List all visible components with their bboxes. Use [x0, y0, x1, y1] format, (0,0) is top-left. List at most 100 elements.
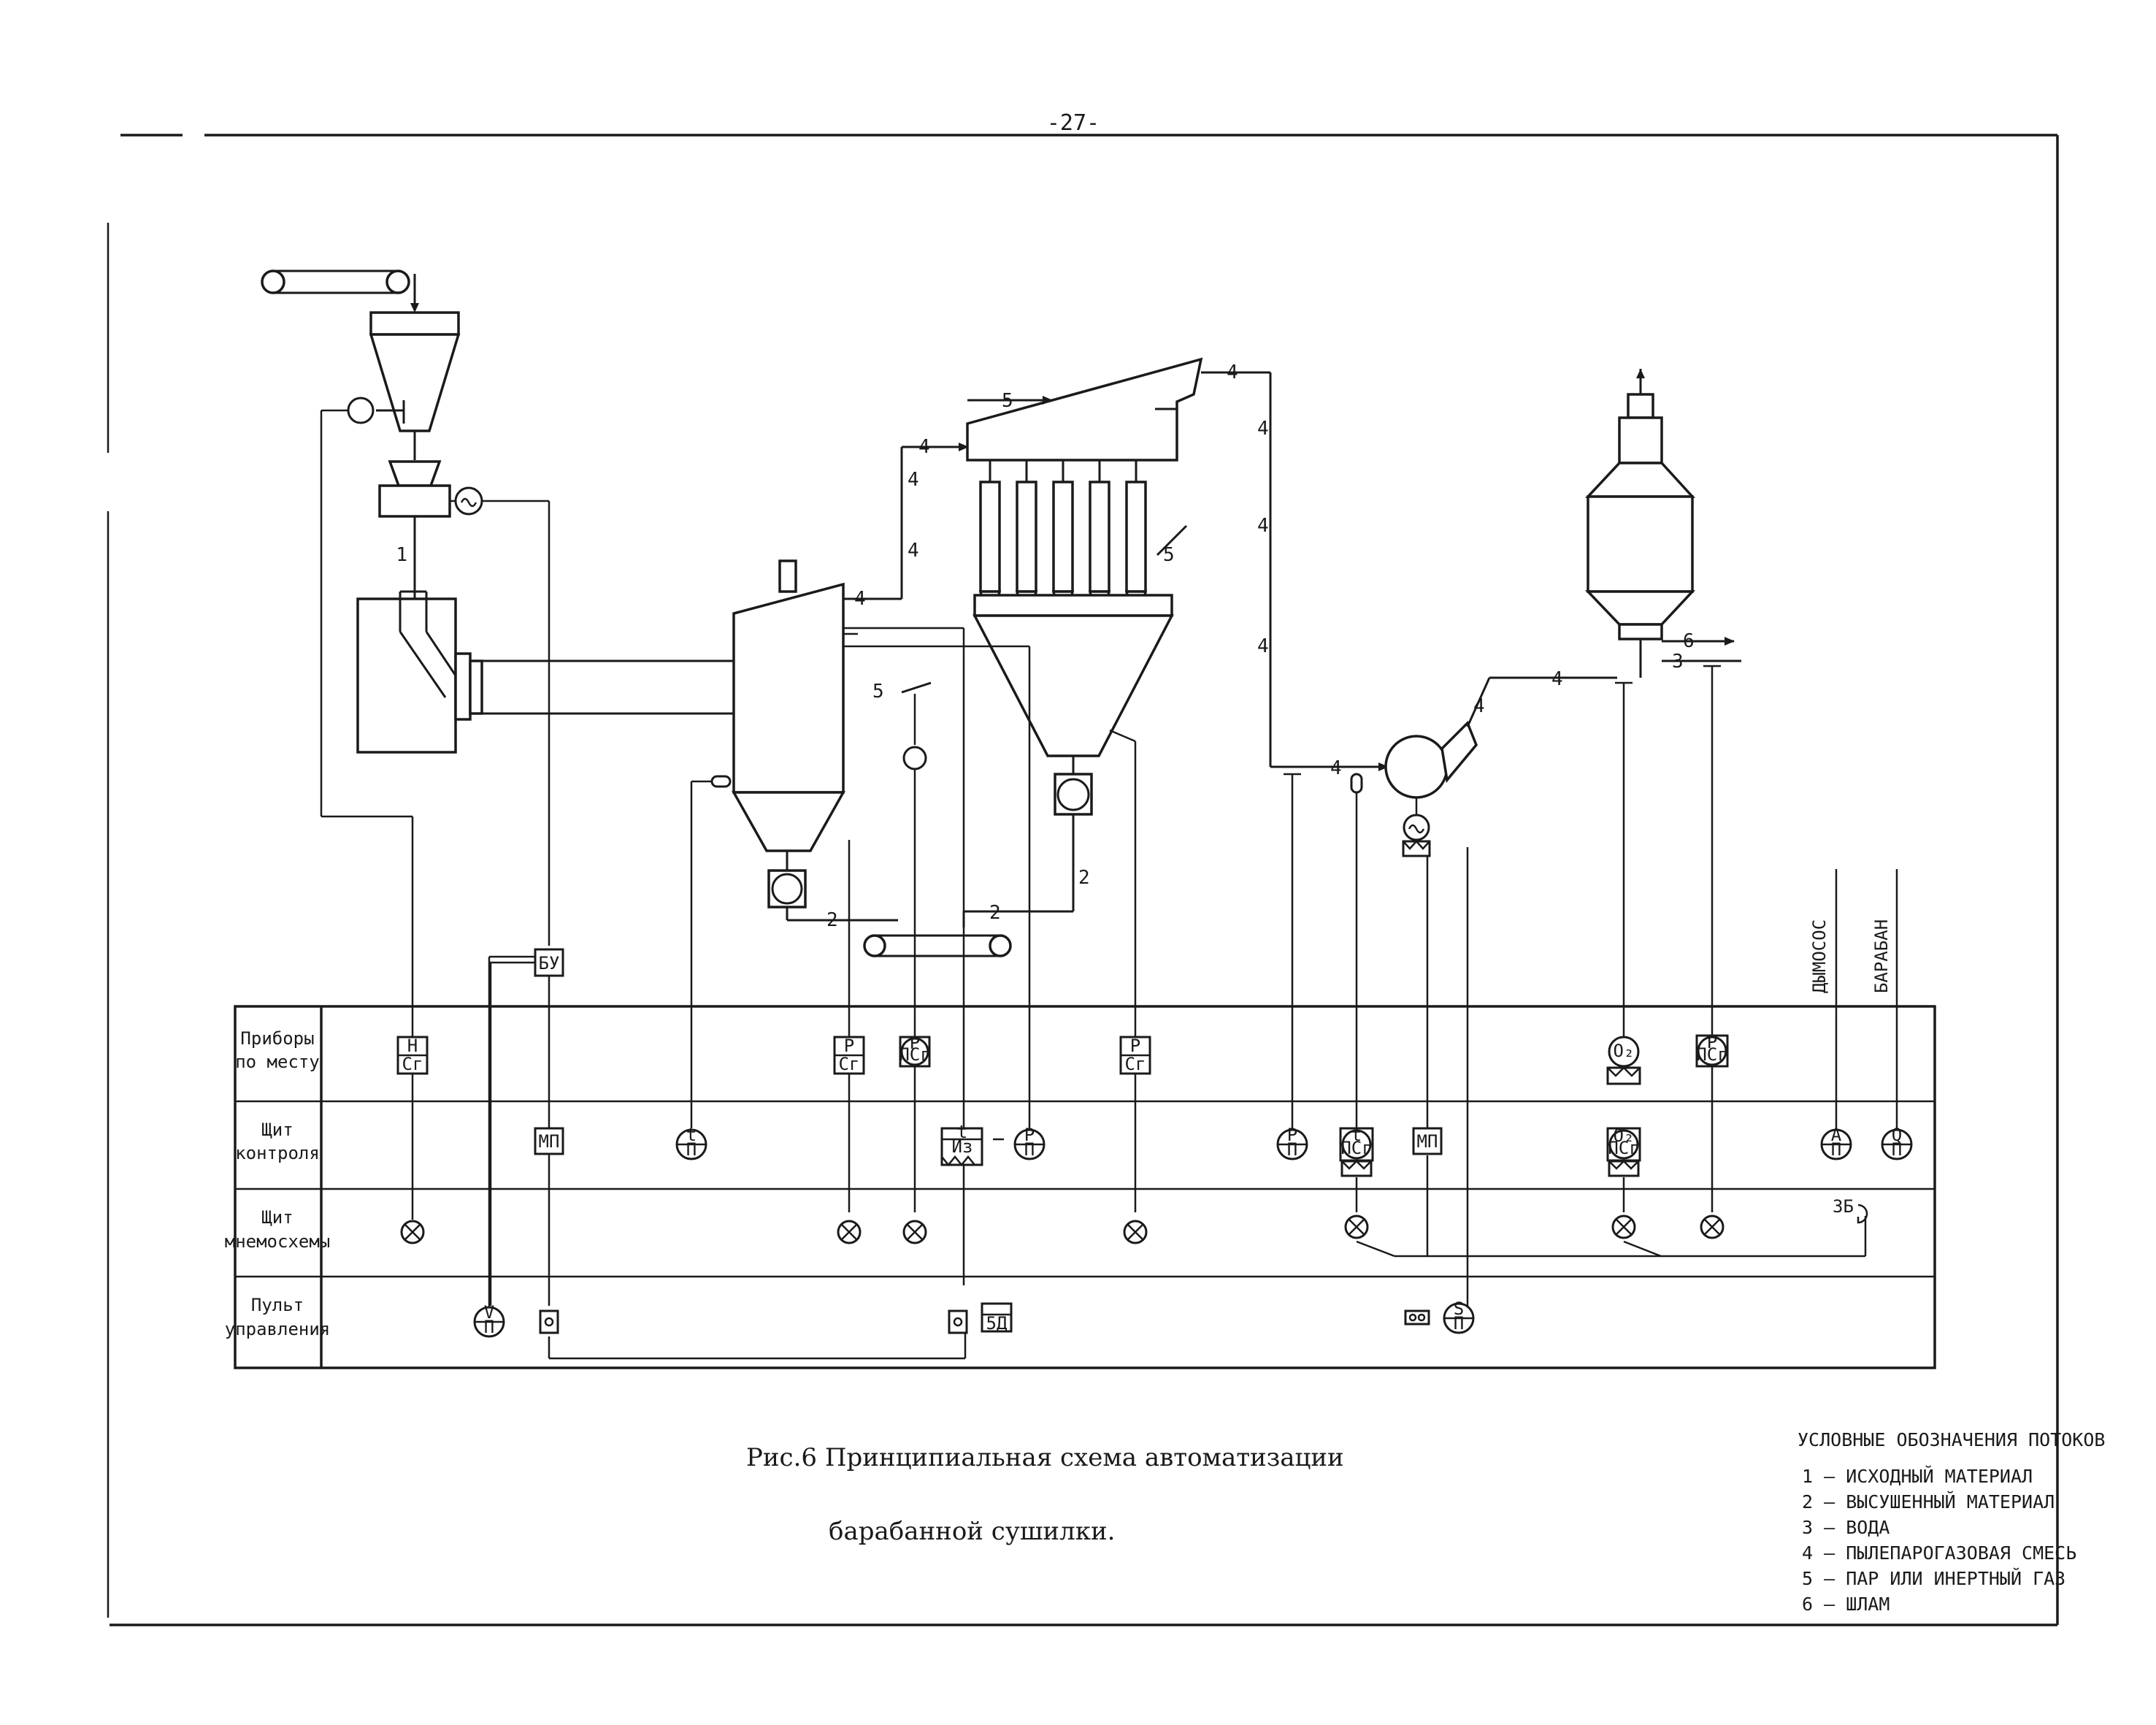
pressure-4-code: Р [1707, 1032, 1717, 1052]
flow-label-4-i: 4 [1330, 757, 1342, 779]
flow-label-2-a: 2 [826, 909, 838, 931]
field-instruments: Н Сг Р Сг Р ПСг Р Сг O₂ Р ПСг [396, 1032, 1729, 1085]
ammeter-1-p: П [1831, 1139, 1841, 1160]
steam-lines: 5 5 5 [872, 390, 1188, 703]
temp-3-code: t [1351, 1125, 1362, 1145]
gas-duct-cyclone-exhauster: 4 4 4 4 4 [1201, 362, 1389, 779]
pressure-2-code: Р [910, 1033, 920, 1053]
gas-duct-chamber-cyclone: 4 4 4 4 [843, 436, 969, 610]
legend-item-4: 4 – ПЫЛЕПАРОГАЗОВАЯ СМЕСЬ [1802, 1542, 2076, 1564]
page-number: -27- [1047, 110, 1100, 136]
row-label-field-1: Приборы [240, 1028, 314, 1049]
signal-lines [320, 410, 1898, 1360]
pressure-4-psg: ПСг [1696, 1044, 1727, 1065]
row-label-mimic-2: мнемосхемы [225, 1231, 331, 1252]
flow-label-5-c: 5 [872, 681, 884, 703]
lamp-5 [1344, 1215, 1369, 1239]
legend-title: УСЛОВНЫЕ ОБОЗНАЧЕНИЯ ПОТОКОВ [1798, 1429, 2105, 1450]
flow-label-5-a: 5 [1002, 390, 1013, 412]
lamp-1 [400, 1220, 425, 1244]
drum-label: БАРАБАН [1871, 919, 1892, 993]
feed-hopper [321, 311, 461, 460]
sd-device-code: 5Д [986, 1313, 1008, 1334]
temp-2-hz: Из [952, 1136, 973, 1157]
legend-item-2: 2 – ВЫСУШЕННЫЙ МАТЕРИАЛ [1802, 1491, 2055, 1512]
flow-label-3: 3 [1672, 651, 1684, 673]
level-sensor-code: Н [407, 1036, 418, 1056]
v-indicator-p: П [484, 1317, 494, 1337]
flow-label-4-f: 4 [1257, 418, 1269, 440]
row-label-console-2: управления [225, 1319, 331, 1339]
starter-code-1: МП [539, 1131, 560, 1152]
pressure-ctrl-2-code: Р [1287, 1125, 1297, 1145]
row-label-mimic-1: Щит [261, 1207, 293, 1228]
v-indicator-code: V [484, 1302, 494, 1323]
legend-item-5: 5 – ПАР ИЛИ ИНЕРТНЫЙ ГАЗ [1802, 1568, 2065, 1589]
flow-label-5-b: 5 [1163, 544, 1175, 566]
row-label-field-2: по месту [235, 1052, 320, 1072]
lamp-6 [1611, 1215, 1636, 1239]
pressure-1-sg: Сг [839, 1054, 860, 1074]
pressure-1-code: Р [844, 1036, 854, 1056]
flow-label-1: 1 [396, 544, 407, 566]
oxygen-field-code: O₂ [1614, 1041, 1635, 1061]
speed-indicator-p: П [1454, 1313, 1464, 1334]
rotary-drum [454, 652, 734, 721]
oxygen-ctrl-psg: ПСг [1608, 1138, 1639, 1158]
row-label-control-1: Щит [261, 1120, 293, 1140]
furnace-chamber [356, 590, 457, 754]
temp-1-code: t [686, 1125, 697, 1145]
exhauster-label: ДЫМОСОС [1809, 919, 1830, 993]
flow-label-4-a: 4 [854, 588, 866, 610]
legend-item-1: 1 – ИСХОДНЫЙ МАТЕРИАЛ [1802, 1466, 2033, 1487]
flow-label-2-c: 2 [1078, 867, 1090, 889]
flow-label-4-e: 4 [1227, 362, 1238, 383]
battery-cyclone [966, 357, 1203, 816]
ammeter-2-code: Q [1892, 1125, 1902, 1145]
control-panel-instruments: МП t П t Из Р П Р П t ПСг МП O₂ ПСг [534, 1122, 1913, 1177]
flow-label-4-k: 4 [1551, 668, 1563, 690]
mimic-panel-lamps: 3Б [400, 1196, 1868, 1244]
ammeter-1-code: А [1831, 1125, 1842, 1145]
speed-indicator-code: S [1454, 1298, 1464, 1319]
pressure-ctrl-1-p: П [1024, 1139, 1035, 1160]
instrument-table [234, 1005, 1936, 1369]
pressure-2-psg: ПСг [899, 1044, 930, 1065]
row-label-control-2: контроля [235, 1143, 320, 1163]
temp-1-p: П [686, 1139, 697, 1160]
oxygen-ctrl-code: O₂ [1614, 1125, 1635, 1146]
drawing-frame [107, 134, 2059, 1626]
product-belt-conveyor: 2 2 2 [786, 814, 1090, 957]
feeder: 1 [378, 460, 483, 599]
control-console-devices: V П 5Д S П [473, 1298, 1475, 1338]
pressure-3-code: Р [1130, 1036, 1140, 1056]
lamp-2 [837, 1220, 862, 1244]
lamp-4 [1123, 1220, 1148, 1244]
wet-scrubber: 6 3 [1584, 369, 1741, 678]
temp-2-code: t [957, 1122, 967, 1142]
legend-item-6: 6 – ШЛАМ [1802, 1594, 1890, 1615]
flow-label-4-d: 4 [918, 436, 930, 458]
lamp-7 [1700, 1215, 1725, 1239]
exhauster-fan: 4 4 [1384, 668, 1617, 857]
flow-label-4-j: 4 [1473, 695, 1485, 717]
flow-label-4-c: 4 [908, 469, 919, 491]
flow-label-6: 6 [1683, 630, 1695, 652]
caption-line-2: барабанной сушилки. [829, 1517, 1115, 1546]
level-sensor-sg: Сг [402, 1054, 423, 1074]
pressure-3-sg: Сг [1125, 1054, 1146, 1074]
flow-label-4-h: 4 [1257, 635, 1269, 657]
legend-item-3: 3 – ВОДА [1802, 1517, 1890, 1538]
control-unit: БУ [489, 948, 564, 977]
control-unit-code: БУ [539, 953, 560, 974]
alarm-code: 3Б [1833, 1196, 1854, 1217]
flow-label-4-b: 4 [908, 540, 919, 562]
pressure-ctrl-2-p: П [1287, 1139, 1297, 1160]
temp-3-psg: ПСг [1340, 1138, 1372, 1158]
ammeter-2-p: П [1892, 1139, 1902, 1160]
flow-label-4-g: 4 [1257, 515, 1269, 537]
caption-line-1: Рис.6 Принципиальная схема автоматизации [746, 1443, 1344, 1472]
feed-belt-conveyor [261, 269, 419, 313]
row-labels: Приборы по месту Щит контроля Щит мнемос… [225, 1028, 331, 1339]
